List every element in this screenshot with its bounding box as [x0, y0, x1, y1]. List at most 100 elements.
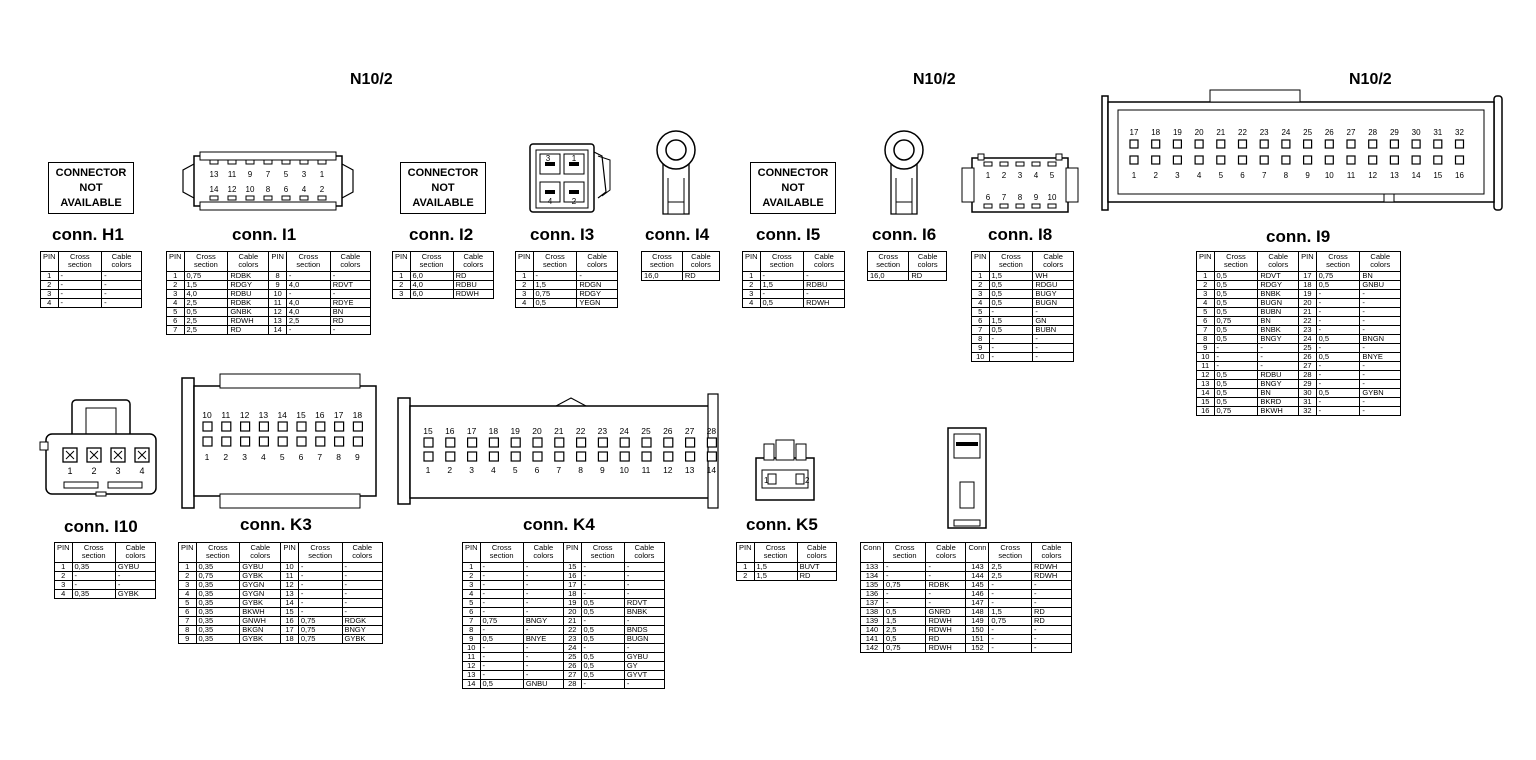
table-cell: 0,5 — [479, 634, 524, 644]
table-cell: 0,5 — [479, 679, 524, 689]
k4-pin-socket — [445, 451, 456, 462]
table-cell: 1 — [736, 562, 755, 572]
table-cell: BNGN — [1359, 334, 1401, 344]
k3-pin-socket — [221, 421, 232, 432]
table-cell: - — [114, 571, 157, 581]
table-cell: 0,5 — [1315, 352, 1361, 362]
table-cell: - — [1359, 406, 1401, 416]
table-cell: 1 — [1196, 271, 1215, 281]
table-cell: - — [522, 580, 564, 590]
k4-pin-socket — [597, 451, 608, 462]
table-cell: 11 — [280, 571, 299, 581]
not-available-line-3: AVAILABLE — [762, 196, 824, 209]
k4-pin-socket — [488, 437, 500, 448]
column-header: PIN — [280, 542, 299, 563]
table-row: 136--146-- — [860, 589, 1073, 599]
table-cell: - — [479, 562, 524, 572]
not-available-line-2: NOT — [79, 181, 103, 194]
i9-pin-label: 5 — [1219, 171, 1224, 180]
column-header: Cable colors — [101, 251, 142, 272]
table-cell: 2,5 — [988, 571, 1032, 581]
table-row: 10--24-- — [462, 643, 666, 653]
k5-pin-1: 1 — [764, 476, 769, 485]
i9-pin-label: 26 — [1325, 128, 1334, 137]
table-cell: 27 — [562, 670, 582, 680]
i9-pin-socket — [1454, 155, 1465, 165]
table-cell: 146 — [965, 589, 990, 599]
i9-pin-socket — [1433, 139, 1443, 149]
k3-pin-label: 9 — [355, 452, 360, 462]
i9-pin-label: 32 — [1455, 128, 1464, 137]
table-cell: GYBU — [239, 562, 282, 572]
k4-pin-socket — [663, 451, 674, 462]
table-cell: 139 — [860, 616, 884, 626]
table-cell: 8 — [268, 271, 287, 281]
table-cell: - — [522, 571, 564, 581]
table-cell: BUBN — [1257, 307, 1300, 317]
table-row: 2--16-- — [462, 571, 666, 581]
k4-pin-label: 6 — [535, 465, 540, 475]
table-cell: 1 — [515, 271, 534, 281]
column-header: PIN — [742, 251, 761, 272]
not-available-line-1: CONNECTOR — [407, 166, 479, 179]
k3-pin-label: 6 — [299, 452, 304, 462]
i1-pin-socket — [299, 195, 309, 201]
table-cell: 9 — [971, 343, 990, 353]
table-cell: 0,5 — [580, 670, 625, 680]
k4-pin-label: 18 — [489, 426, 499, 436]
k4-pin-label: 8 — [578, 465, 583, 475]
table-cell: - — [1359, 289, 1401, 299]
table-cell: 1,5 — [882, 616, 927, 626]
table-cell: - — [1032, 307, 1074, 317]
table-cell: 2,5 — [882, 625, 927, 635]
table-cell: - — [580, 616, 625, 626]
title-conn-i8: conn. I8 — [988, 225, 1053, 244]
i9-pin-label: 3 — [1175, 171, 1180, 180]
column-header: Cable colors — [239, 542, 282, 563]
k4-pin-socket — [488, 451, 500, 462]
table-cell: 0,5 — [1315, 334, 1361, 344]
k4-pin-socket — [706, 451, 717, 462]
i9-pin-label: 4 — [1197, 171, 1202, 180]
i1-pin-socket — [209, 195, 219, 201]
table-cell: - — [882, 589, 927, 599]
table-cell: - — [479, 607, 524, 617]
table-cell: RD — [227, 325, 270, 335]
table-cell: 6 — [462, 607, 481, 617]
not-available-line-1: CONNECTOR — [55, 166, 127, 179]
table-cell: RDWH — [803, 298, 845, 308]
table-cell: - — [1359, 307, 1401, 317]
table-cell: 3 — [462, 580, 481, 590]
title-conn-h1: conn. H1 — [52, 225, 124, 244]
table-cell: - — [1213, 343, 1259, 353]
table-cell: - — [297, 571, 343, 581]
table-cell: BN — [1359, 271, 1401, 281]
column-header: Cross section — [297, 542, 343, 563]
table-cell: 7 — [462, 616, 481, 626]
table-cell: 16,0 — [641, 271, 683, 281]
i9-pin-socket — [1281, 155, 1291, 165]
table-cell: 145 — [965, 580, 990, 590]
i1-pin-label: 12 — [228, 185, 237, 194]
table-cell: 1 — [40, 271, 59, 281]
table-cell: - — [1359, 298, 1401, 308]
i1-pin-label: 14 — [210, 185, 219, 194]
table-cell: 2 — [515, 280, 534, 290]
table-cell: RDBK — [227, 298, 270, 308]
table-cell: 133 — [860, 562, 884, 572]
table-cell: - — [329, 271, 372, 281]
table-cell: 15 — [280, 607, 299, 617]
table-cell: - — [1030, 634, 1073, 644]
table-row: 2-- — [40, 280, 142, 290]
table-cell: 0,5 — [988, 289, 1034, 299]
table-row: 4-- — [40, 298, 142, 308]
